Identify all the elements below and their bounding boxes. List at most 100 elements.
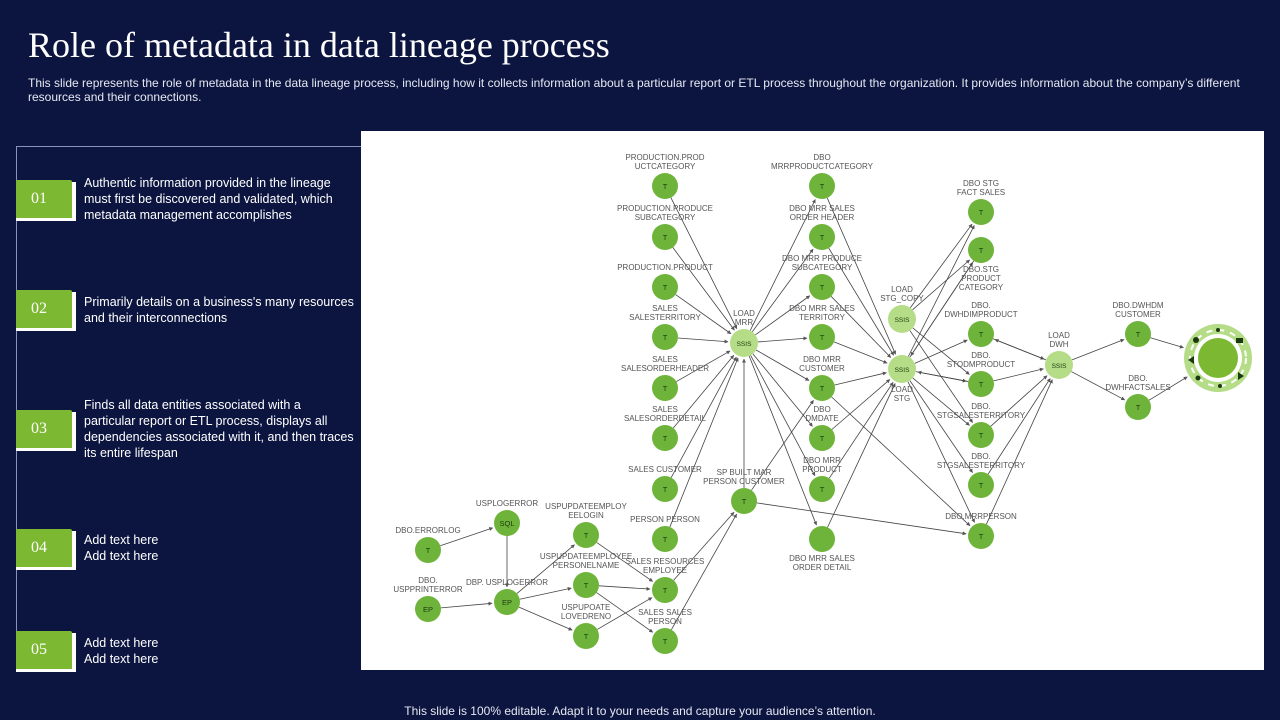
edge-d2-hub — [1148, 376, 1188, 401]
node-label: DWH — [1049, 340, 1068, 349]
item-text: Authentic information provided in the li… — [84, 176, 333, 222]
node-glyph: SSIS — [1052, 363, 1067, 370]
item-text: Finds all data entities associated with … — [84, 398, 354, 460]
node-label: CATEGORY — [959, 283, 1004, 292]
edge-spbuilt-s7 — [756, 502, 967, 536]
node-label: UCTCATEGORY — [635, 162, 696, 171]
node-circle — [809, 425, 835, 451]
edge-upd2-p10 — [596, 592, 654, 633]
edge-m5-s7 — [831, 396, 971, 527]
node-label: LOAD — [733, 309, 755, 318]
node-label: SALESTERRITORY — [629, 313, 701, 322]
node-label: USPUPDATEEMPLOY — [545, 502, 627, 511]
edge-m7-ssis3 — [828, 381, 894, 479]
node-label: DBO MRR SALES — [789, 304, 855, 313]
node-label: SALES CUSTOMER — [628, 465, 702, 474]
slide-subtitle: This slide represents the role of metada… — [28, 76, 1240, 104]
node-glyph: SQL — [499, 519, 514, 528]
node-circle — [968, 472, 994, 498]
node-label: DBO.DWHDM — [1112, 301, 1163, 310]
node-circle — [731, 488, 757, 514]
node-circle — [809, 274, 835, 300]
slide-title: Role of metadata in data lineage process — [28, 25, 610, 65]
node-label: DBO MRR SALES — [789, 554, 855, 563]
node-label: DBO.ERRORLOG — [395, 526, 460, 535]
node-circle — [494, 510, 520, 536]
edge-m1-ssis3 — [826, 197, 896, 355]
node-glyph: T — [979, 380, 984, 389]
node-glyph: T — [584, 531, 589, 540]
edge-m8-ssis3 — [827, 383, 896, 528]
edge-ssis2-s4 — [912, 327, 970, 375]
node-label: SALES — [652, 405, 678, 414]
node-label: LOAD — [891, 285, 913, 294]
node-label: DWHDIMPRODUCT — [944, 310, 1017, 319]
node-glyph: T — [663, 384, 668, 393]
node-label: USPUPDATEEMPLOYEE — [540, 552, 632, 561]
edge-upd1-p9 — [596, 542, 654, 582]
badge-number: 02 — [31, 300, 47, 317]
edge-ssis1-m2 — [751, 248, 814, 332]
node-glyph: SSIS — [895, 367, 910, 374]
edge-ssis1-m6 — [752, 353, 813, 427]
node-glyph: SSIS — [895, 317, 910, 324]
node-glyph: T — [584, 581, 589, 590]
edge-upd3-p9 — [597, 597, 653, 630]
list-item: 03 Finds all data entities associated wi… — [16, 398, 361, 460]
node-label: DBO. — [971, 351, 991, 360]
node-glyph: T — [663, 333, 668, 342]
node-label: SALES — [652, 355, 678, 364]
node-circle — [809, 224, 835, 250]
node-label: STODMPRODUCT — [947, 360, 1015, 369]
node-glyph: T — [663, 586, 668, 595]
node-circle — [652, 425, 678, 451]
node-label: PRODUCT — [961, 274, 1001, 283]
edge-p8-ssis1 — [669, 357, 739, 528]
node-glyph: T — [979, 481, 984, 490]
edge-m2-ssis3 — [828, 247, 895, 356]
edge-s2-ssis3 — [910, 260, 975, 357]
node-circle — [415, 596, 441, 622]
edge-m3-ssis3 — [830, 296, 892, 358]
node-circle — [652, 375, 678, 401]
node-circle — [573, 572, 599, 598]
node-circle — [652, 224, 678, 250]
node-label: CUSTOMER — [1115, 310, 1161, 319]
node-label: DBO STG — [963, 179, 999, 188]
node-label: PRODUCTION.PRODUCT — [617, 263, 713, 272]
node-label: DBO MRR — [803, 355, 841, 364]
node-glyph: T — [663, 233, 668, 242]
node-label: MRRPRODUCTCATEGORY — [771, 162, 874, 171]
edge-m5-ssis3 — [834, 371, 887, 386]
node-label: DBO MRR — [803, 456, 841, 465]
node-label: DBO. — [1128, 374, 1148, 383]
node-label: DBO. — [418, 576, 438, 585]
node-glyph: T — [584, 632, 589, 641]
edge-m6-ssis3 — [831, 379, 891, 430]
node-label: DBO. — [971, 402, 991, 411]
edge-s5-ssis4 — [990, 375, 1048, 427]
node-glyph: T — [979, 208, 984, 217]
edge-p6-ssis1 — [673, 354, 735, 429]
node-glyph: T — [979, 330, 984, 339]
node-glyph: EP — [423, 605, 433, 614]
edge-m4-ssis3 — [833, 341, 888, 364]
edge-ssis1-m5 — [755, 349, 810, 381]
node-label: ORDER DETAIL — [793, 563, 852, 572]
item-text: Add text here Add text here — [84, 636, 159, 666]
node-label: SALESORDERDETAIL — [624, 414, 707, 423]
node-label: DBO.STG — [963, 265, 999, 274]
number-badge: 03 — [16, 410, 76, 451]
lineage-graph: TDBO.ERRORLOGEPDBO.USPPRINTERRORSQLUSPLO… — [393, 153, 1252, 654]
edge-ssis2-s1 — [909, 223, 973, 308]
edge-ssis3-s7 — [907, 381, 975, 523]
